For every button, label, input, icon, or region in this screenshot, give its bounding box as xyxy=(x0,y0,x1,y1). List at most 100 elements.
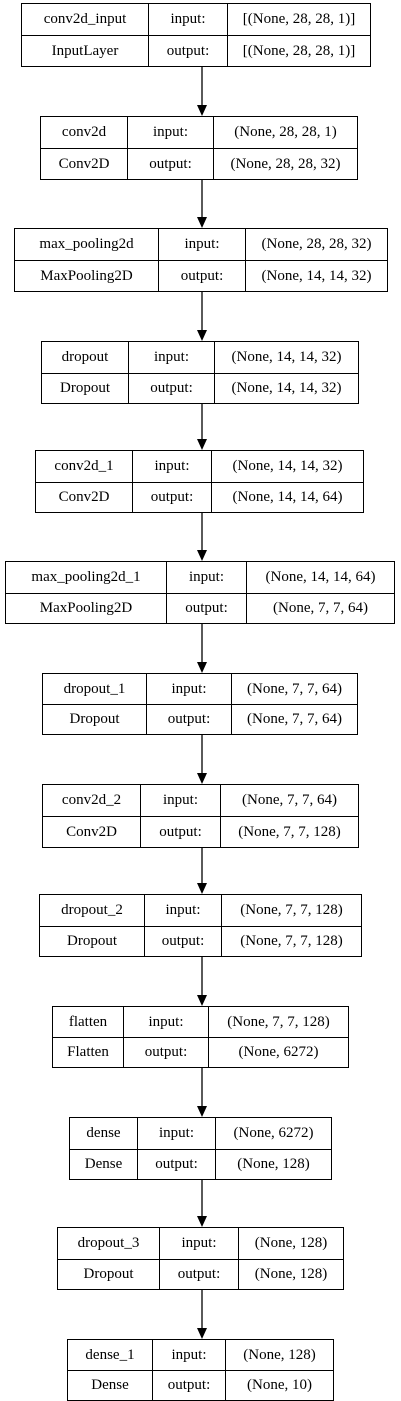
input-shape: (None, 128) xyxy=(238,1228,343,1259)
connector-arrow xyxy=(197,404,207,450)
layer-type: Conv2D xyxy=(43,816,140,847)
input-shape: (None, 14, 14, 64) xyxy=(246,562,394,593)
input-label: input: xyxy=(140,785,220,816)
output-label: output: xyxy=(144,926,221,956)
layer-name: dropout_3 xyxy=(77,1235,140,1251)
input-shape: (None, 7, 7, 64) xyxy=(231,674,357,704)
connector-arrow xyxy=(197,292,207,341)
output-label: output: xyxy=(137,1149,215,1179)
input-shape: (None, 128) xyxy=(225,1340,333,1370)
output-shape: [(None, 28, 28, 1)] xyxy=(227,35,370,66)
output-label: output: xyxy=(123,1037,208,1067)
output-shape: (None, 7, 7, 64) xyxy=(246,593,394,623)
output-label: output: xyxy=(132,482,211,512)
output-shape: (None, 14, 14, 32) xyxy=(245,260,387,291)
layer-type: Dense xyxy=(70,1149,137,1179)
output-label: output: xyxy=(152,1370,225,1400)
input-shape: (None, 7, 7, 128) xyxy=(221,895,361,926)
layer-name: max_pooling2d_1 xyxy=(31,569,141,585)
input-shape: (None, 6272) xyxy=(215,1118,331,1149)
input-label: input: xyxy=(158,229,245,260)
output-shape: (None, 128) xyxy=(215,1149,331,1179)
output-label: output: xyxy=(140,816,220,847)
input-shape: (None, 14, 14, 32) xyxy=(211,451,363,482)
layer-name: dense_1 xyxy=(85,1346,135,1363)
layer-name: flatten xyxy=(68,1013,108,1030)
connector-arrow xyxy=(197,735,207,784)
output-shape: (None, 14, 14, 32) xyxy=(214,373,358,403)
connector-arrow xyxy=(197,624,207,673)
input-shape: (None, 28, 28, 32) xyxy=(245,229,387,260)
input-shape: (None, 7, 7, 128) xyxy=(208,1007,348,1037)
input-label: input: xyxy=(127,117,213,148)
output-shape: (None, 7, 7, 64) xyxy=(231,704,357,734)
layer-type: Dropout xyxy=(58,1259,159,1289)
input-shape: [(None, 28, 28, 1)] xyxy=(227,4,370,35)
layer-name: dropout_2 xyxy=(61,902,123,918)
layer-name: dropout xyxy=(61,349,109,365)
input-label: input: xyxy=(152,1340,225,1370)
input-shape: (None, 7, 7, 64) xyxy=(220,785,358,816)
layer-type: Dropout xyxy=(42,373,128,403)
output-label: output: xyxy=(159,1259,238,1289)
output-label: output: xyxy=(127,148,213,179)
input-label: input: xyxy=(144,895,221,926)
output-shape: (None, 7, 7, 128) xyxy=(220,816,358,847)
output-shape: (None, 28, 28, 32) xyxy=(213,148,357,179)
output-shape: (None, 128) xyxy=(238,1259,343,1289)
input-label: input: xyxy=(137,1118,215,1149)
connector-arrow xyxy=(197,67,207,116)
connector-arrow xyxy=(197,180,207,228)
layer-name: conv2d_1 xyxy=(54,458,114,474)
connector-arrow xyxy=(197,1180,207,1227)
layer-type: Flatten xyxy=(53,1037,123,1067)
layer-name: dropout_1 xyxy=(63,680,126,697)
layer-type: InputLayer xyxy=(22,35,148,66)
output-shape: (None, 14, 14, 64) xyxy=(211,482,363,512)
connector-arrow xyxy=(197,1290,207,1339)
layer-name: conv2d_2 xyxy=(61,792,122,808)
layer-type: MaxPooling2D xyxy=(6,593,166,623)
layer-name: dense xyxy=(86,1125,121,1141)
output-label: output: xyxy=(148,35,227,66)
output-label: output: xyxy=(166,593,246,623)
layer-name: max_pooling2d xyxy=(39,236,134,252)
input-label: input: xyxy=(128,342,214,373)
output-label: output: xyxy=(128,373,214,403)
layer-type: Dense xyxy=(68,1370,152,1400)
connector-arrow xyxy=(197,848,207,894)
output-shape: (None, 10) xyxy=(225,1370,333,1400)
layer-type: Dropout xyxy=(40,926,144,956)
layer-type: MaxPooling2D xyxy=(15,260,158,291)
input-label: input: xyxy=(148,4,227,35)
layer-type: Conv2D xyxy=(36,482,132,512)
input-label: input: xyxy=(166,562,246,593)
input-label: input: xyxy=(132,451,211,482)
input-label: input: xyxy=(123,1007,208,1037)
layer-name: conv2d xyxy=(61,124,107,140)
output-shape: (None, 6272) xyxy=(208,1037,348,1067)
connector-arrow xyxy=(197,1068,207,1117)
input-shape: (None, 14, 14, 32) xyxy=(214,342,358,373)
input-label: input: xyxy=(146,674,231,704)
connector-arrow xyxy=(197,513,207,561)
input-label: input: xyxy=(159,1228,238,1259)
output-label: output: xyxy=(158,260,245,291)
connector-arrow xyxy=(197,957,207,1006)
output-shape: (None, 7, 7, 128) xyxy=(221,926,361,956)
